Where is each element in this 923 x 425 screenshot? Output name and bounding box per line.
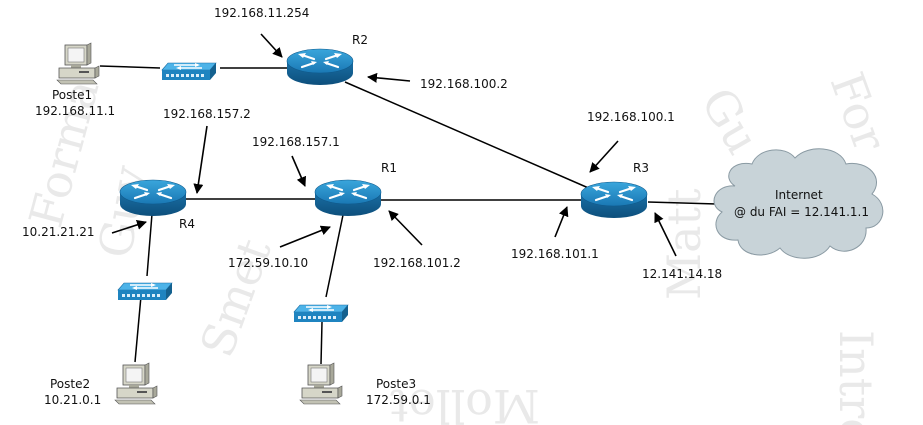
svg-text:Mollet: Mollet bbox=[390, 379, 540, 425]
router-label-r2: R2 bbox=[352, 33, 368, 47]
arrow-r4-lan bbox=[111, 220, 147, 234]
router-r3 bbox=[579, 180, 649, 220]
address-r4-lan: 10.21.21.21 bbox=[22, 225, 95, 239]
arrow-r4-top bbox=[193, 125, 208, 194]
router-r4 bbox=[118, 178, 188, 218]
link-switch2-poste2 bbox=[134, 295, 142, 363]
address-r4-top: 192.168.157.2 bbox=[163, 107, 251, 121]
host-ip-poste1: 192.168.11.1 bbox=[35, 104, 115, 118]
switch-1 bbox=[161, 62, 217, 81]
arrow-r3-left bbox=[554, 206, 569, 238]
link-r4-switch2 bbox=[146, 213, 153, 277]
internet-fai-label: @ du FAI = 12.141.1.1 bbox=[734, 205, 869, 219]
internet-cloud bbox=[713, 148, 884, 259]
link-switch3-poste3 bbox=[320, 321, 323, 365]
arrow-r3-wan bbox=[654, 212, 677, 257]
svg-text:For: For bbox=[820, 65, 898, 158]
svg-text:Intro: Intro bbox=[829, 330, 883, 425]
switch-2 bbox=[117, 282, 173, 301]
svg-text:Gu: Gu bbox=[690, 79, 770, 163]
arrow-r1-lan bbox=[279, 225, 331, 248]
address-r1-lan: 172.59.10.10 bbox=[228, 256, 308, 270]
arrow-r2-wan bbox=[367, 72, 411, 83]
router-r2 bbox=[285, 47, 355, 87]
arrow-r2-lan bbox=[260, 33, 283, 58]
svg-text:Matt: Matt bbox=[657, 188, 711, 300]
link-poste1-switch1 bbox=[99, 65, 161, 69]
arrow-r1-right bbox=[388, 210, 423, 246]
pc-poste2 bbox=[114, 362, 158, 405]
watermark: Forma Guy Smet Mollet Matt Gu For Intro bbox=[18, 65, 897, 425]
router-label-r1: R1 bbox=[381, 161, 397, 175]
labels: R2 R1 R3 R4 192.168.11.254 192.168.100.2… bbox=[22, 6, 869, 407]
link-r1-switch3 bbox=[325, 214, 344, 298]
host-name-poste1: Poste1 bbox=[52, 88, 92, 102]
address-r3-top: 192.168.100.1 bbox=[587, 110, 675, 124]
link-r2-r3 bbox=[344, 81, 601, 194]
pc-poste1 bbox=[56, 42, 100, 85]
host-name-poste2: Poste2 bbox=[50, 377, 90, 391]
router-r1 bbox=[313, 178, 383, 218]
links bbox=[99, 65, 718, 365]
pc-poste3 bbox=[299, 362, 343, 405]
arrow-r3-top bbox=[589, 140, 619, 173]
router-label-r4: R4 bbox=[179, 217, 195, 231]
address-arrows bbox=[111, 33, 677, 257]
svg-text:Smet: Smet bbox=[190, 231, 282, 364]
host-ip-poste3: 172.59.0.1 bbox=[366, 393, 431, 407]
host-name-poste3: Poste3 bbox=[376, 377, 416, 391]
link-r3-internet bbox=[647, 201, 718, 205]
arrow-r1-top bbox=[291, 155, 307, 187]
address-r2-lan: 192.168.11.254 bbox=[214, 6, 309, 20]
address-r2-wan: 192.168.100.2 bbox=[420, 77, 508, 91]
router-label-r3: R3 bbox=[633, 161, 649, 175]
switch-3 bbox=[293, 304, 349, 323]
internet-label: Internet bbox=[775, 188, 823, 202]
address-r1-top: 192.168.157.1 bbox=[252, 135, 340, 149]
host-ip-poste2: 10.21.0.1 bbox=[44, 393, 101, 407]
address-r3-wan: 12.141.14.18 bbox=[642, 267, 722, 281]
address-r3-left: 192.168.101.1 bbox=[511, 247, 599, 261]
address-r1-right: 192.168.101.2 bbox=[373, 256, 461, 270]
